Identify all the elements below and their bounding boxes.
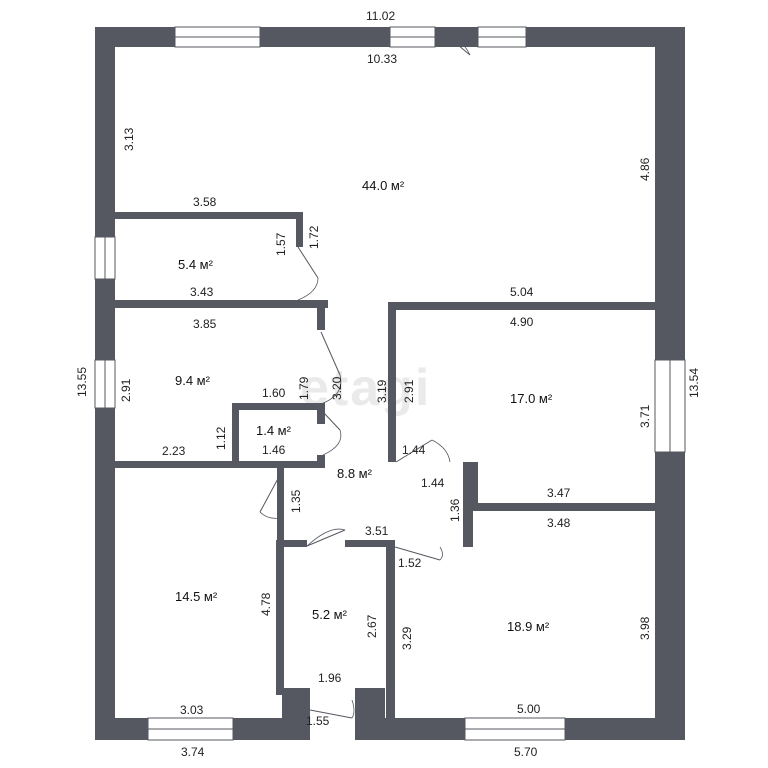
dim-right-top: 5.04 — [510, 285, 534, 299]
dim-hall-bottom: 3.51 — [365, 524, 389, 538]
dim-bed-bottom: 2.23 — [162, 444, 186, 458]
door-right-bedroom — [395, 439, 451, 463]
window-top-right — [477, 26, 527, 48]
windows — [94, 26, 686, 741]
dim-living-left: 3.13 — [122, 127, 136, 151]
door-closet — [322, 411, 342, 456]
dim-left-outer: 13.55 — [75, 367, 89, 397]
window-bottom-left — [147, 717, 234, 741]
dim-hall-left-small: 1.35 — [289, 489, 303, 513]
dim-br-top: 3.48 — [547, 516, 571, 530]
dim-closet-top: 1.60 — [262, 386, 286, 400]
dim-hall-left: 3.20 — [330, 376, 344, 400]
dim-right-inner-top: 4.90 — [510, 315, 534, 329]
window-right — [654, 359, 686, 453]
dimensions: 11.02 10.33 3.58 3.43 3.85 1.60 1.46 2.2… — [162, 9, 571, 759]
area-bedroom-bottom-left: 14.5 м² — [175, 589, 218, 604]
window-top-left — [174, 26, 261, 48]
interior-walls — [115, 212, 658, 740]
dim-top-inner: 10.33 — [367, 52, 397, 66]
window-top-middle — [389, 26, 436, 48]
dim-bed-left: 2.91 — [119, 378, 133, 402]
dim-entrance: 1.55 — [306, 714, 330, 728]
door-bottom-left-room — [259, 472, 282, 519]
dim-bl-bottom: 3.03 — [180, 703, 204, 717]
door-bathroom — [306, 528, 346, 547]
area-pantry: 5.4 м² — [178, 257, 214, 272]
dim-bottom-right-outer: 5.70 — [514, 745, 538, 759]
dim-br-left: 3.29 — [400, 626, 414, 650]
area-bedroom-bottom-right: 18.9 м² — [507, 619, 550, 634]
dim-hall-right: 3.19 — [375, 379, 389, 403]
dim-pantry-right-a: 1.57 — [274, 232, 288, 256]
dim-right-outer: 13.54 — [687, 368, 701, 398]
dim-top-outer: 11.02 — [366, 9, 395, 23]
window-left-bedroom — [94, 359, 116, 409]
dim-bl-right: 4.78 — [259, 592, 273, 616]
area-bedroom-left: 9.4 м² — [175, 373, 211, 388]
doors — [259, 29, 471, 719]
dim-hall-top: 1.44 — [402, 443, 426, 457]
dim-bottom-left-outer: 3.74 — [181, 745, 205, 759]
area-living: 44.0 м² — [362, 178, 405, 193]
door-entrance-bottom — [309, 699, 355, 719]
door-bedroom-left — [320, 331, 342, 405]
dim-hall-inner: 1.44 — [421, 476, 445, 490]
dim-living-right: 4.86 — [638, 157, 652, 181]
dim-right-left: 2.91 — [402, 379, 416, 403]
dim-br-bottom: 5.00 — [517, 702, 541, 716]
window-left-pantry — [94, 236, 116, 280]
dim-closet-left: 1.12 — [214, 426, 228, 450]
dim-right-right: 3.71 — [638, 404, 652, 428]
dim-pantry-right-b: 1.72 — [307, 225, 321, 249]
dim-bath-bottom: 1.96 — [318, 671, 342, 685]
dimensions-vertical: 3.13 4.86 13.55 13.54 1.57 1.72 2.91 1.7… — [75, 127, 701, 650]
dim-br-right: 3.98 — [638, 616, 652, 640]
door-bottom-right-room — [394, 546, 443, 561]
area-bathroom: 5.2 м² — [312, 607, 348, 622]
door-pantry — [297, 246, 319, 301]
room-areas: 44.0 м² 5.4 м² 9.4 м² 1.4 м² 8.8 м² 17.0… — [175, 178, 553, 634]
dim-hall-side: 1.36 — [448, 498, 462, 522]
area-bedroom-right: 17.0 м² — [510, 391, 553, 406]
dim-pantry-bottom: 3.43 — [190, 285, 214, 299]
dim-bed-top: 3.85 — [193, 317, 217, 331]
dim-pantry-top: 3.58 — [193, 195, 217, 209]
window-bottom-right — [464, 717, 566, 741]
dim-closet-bottom: 1.46 — [262, 443, 286, 457]
dim-bath-right: 2.67 — [365, 614, 379, 638]
area-closet: 1.4 м² — [256, 423, 292, 438]
dim-bed-right: 1.79 — [297, 376, 311, 400]
dim-right-bottom: 3.47 — [547, 486, 571, 500]
door-entrance-top — [439, 29, 471, 56]
dim-door-br: 1.52 — [398, 556, 422, 570]
area-hall: 8.8 м² — [337, 466, 373, 481]
